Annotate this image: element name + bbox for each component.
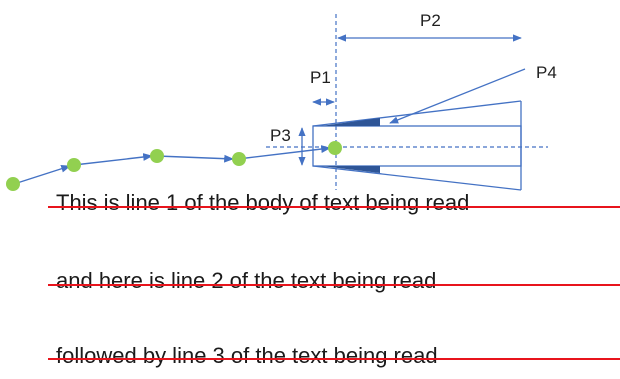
- upper-wedge-fill: [321, 118, 380, 126]
- fixation-point: [150, 149, 164, 163]
- p4-arrow: [389, 68, 526, 124]
- fixation-point: [67, 158, 81, 172]
- strike-line-2: [48, 284, 620, 286]
- strike-line-3: [48, 358, 620, 360]
- strike-line-1: [48, 206, 620, 208]
- gaze-segment: [73, 153, 153, 166]
- p3-label: P3: [270, 126, 291, 145]
- p4-label: P4: [536, 63, 557, 82]
- gaze-segment: [156, 154, 234, 163]
- gaze-segment: [237, 145, 331, 160]
- span-shape: [312, 100, 522, 191]
- text-line-1: This is line 1 of the body of text being…: [56, 190, 470, 215]
- lower-wedge-fill: [321, 166, 380, 173]
- p1-label: P1: [310, 68, 331, 87]
- fixation-points: [6, 149, 246, 191]
- dashed-guides: [266, 14, 548, 190]
- p2-label: P2: [420, 11, 441, 30]
- gaze-path: [13, 145, 331, 185]
- current-fixation-point: [328, 141, 342, 155]
- dimension-arrows: [298, 34, 526, 166]
- fixation-point: [232, 152, 246, 166]
- span-upper-edge: [312, 100, 522, 127]
- span-rect: [312, 125, 522, 167]
- gaze-segment: [13, 164, 71, 185]
- text-line-3: followed by line 3 of the text being rea…: [56, 343, 438, 368]
- fixation-point: [6, 177, 20, 191]
- text-line-2: and here is line 2 of the text being rea…: [56, 268, 437, 293]
- span-lower-edge: [312, 165, 522, 191]
